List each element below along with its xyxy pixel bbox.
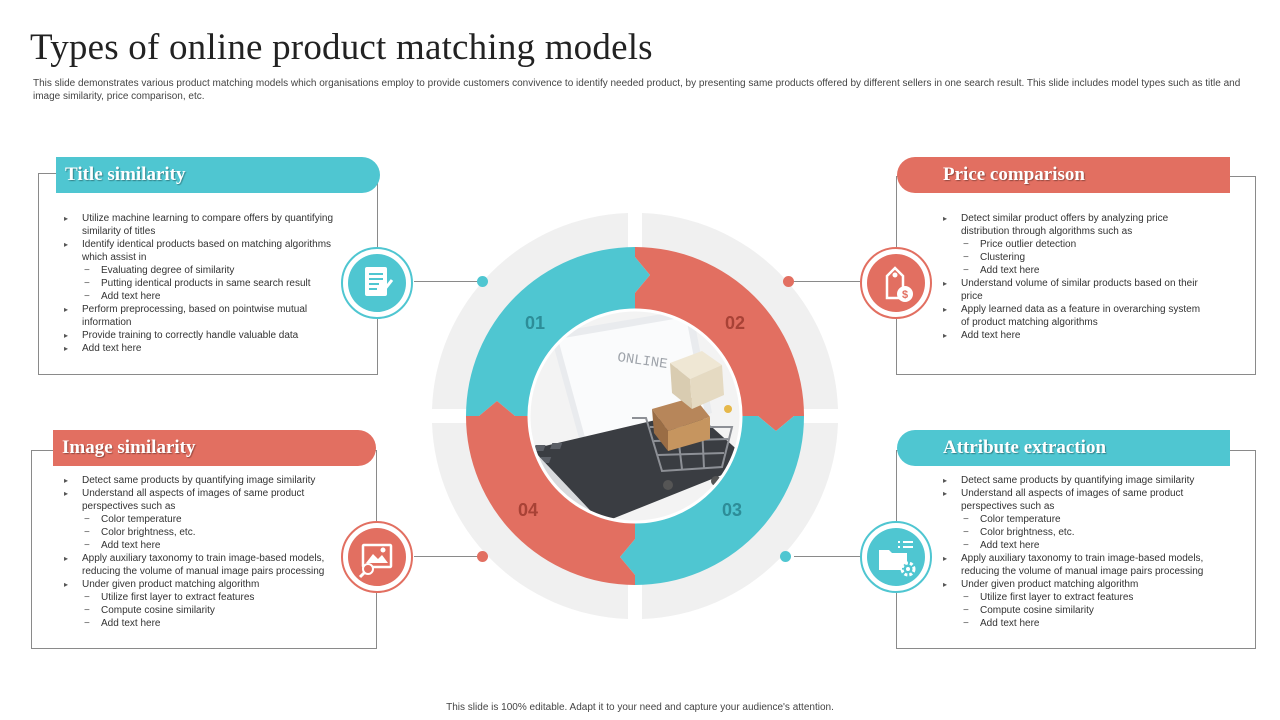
process-wheel: 01 02 03 04 ONLINE S [432, 213, 838, 619]
list-item: Perform preprocessing, based on pointwis… [62, 303, 337, 329]
list-item: Detect same products by quantifying imag… [941, 474, 1216, 487]
sub-list-item: Add text here [82, 290, 337, 303]
folder-settings-icon [879, 541, 916, 577]
segment-number-02: 02 [725, 313, 745, 333]
attribute-extraction-content: Detect same products by quantifying imag… [941, 474, 1216, 630]
segment-03 [620, 416, 804, 585]
image-similarity-heading: Image similarity [53, 430, 376, 466]
sub-list-item: Utilize first layer to extract features [961, 591, 1216, 604]
connector-line-01 [414, 281, 480, 282]
sub-list-item: Color temperature [961, 513, 1216, 526]
title-similarity-heading: Title similarity [56, 157, 380, 193]
segment-number-03: 03 [722, 500, 742, 520]
sub-list-item: Clustering [961, 251, 1211, 264]
attribute-extraction-heading: Attribute extraction [897, 430, 1230, 466]
segment-01 [466, 247, 650, 416]
list-item: Understand all aspects of images of same… [62, 487, 337, 552]
list-item: Identify identical products based on mat… [62, 238, 337, 303]
page-description: This slide demonstrates various product … [33, 78, 1241, 102]
sub-list-item: Color temperature [82, 513, 337, 526]
connector-dot-03 [780, 551, 791, 562]
list-item-text: Detect similar product offers by analyzi… [961, 213, 1169, 237]
list-item: Apply learned data as a feature in overa… [941, 303, 1211, 329]
list-item: Provide training to correctly handle val… [62, 329, 337, 342]
connector-dot-04 [477, 551, 488, 562]
list-item: Add text here [62, 342, 337, 355]
title-similarity-icon-badge [341, 247, 413, 319]
segment-number-01: 01 [525, 313, 545, 333]
sub-list-item: Add text here [82, 617, 337, 630]
sub-list-item: Price outlier detection [961, 238, 1211, 251]
document-edit-icon [365, 267, 394, 296]
list-item: Utilize machine learning to compare offe… [62, 212, 337, 238]
sub-list-item: Evaluating degree of similarity [82, 264, 337, 277]
svg-text:$: $ [902, 289, 908, 301]
list-item: Add text here [941, 329, 1211, 342]
price-tag-dollar-icon: $ [885, 266, 913, 302]
connector-line-03 [794, 556, 860, 557]
center-photo: ONLINE S [529, 310, 741, 522]
price-comparison-content: Detect similar product offers by analyzi… [941, 212, 1211, 342]
sub-list-item: Add text here [82, 539, 337, 552]
price-comparison-heading: Price comparison [897, 157, 1230, 193]
list-item: Apply auxiliary taxonomy to train image-… [941, 552, 1216, 578]
list-item-text: Identify identical products based on mat… [82, 239, 332, 263]
sub-list-item: Add text here [961, 264, 1211, 277]
list-item: Under given product matching algorithm U… [62, 578, 337, 630]
sub-list-item: Compute cosine similarity [82, 604, 337, 617]
list-item: Detect same products by quantifying imag… [62, 474, 337, 487]
segment-04 [466, 401, 635, 585]
footer-note: This slide is 100% editable. Adapt it to… [446, 702, 834, 713]
sub-list-item: Add text here [961, 539, 1216, 552]
list-item: Understand volume of similar products ba… [941, 277, 1211, 303]
list-item: Apply auxiliary taxonomy to train image-… [62, 552, 337, 578]
title-similarity-content: Utilize machine learning to compare offe… [62, 212, 337, 355]
segment-number-04: 04 [518, 500, 538, 520]
image-search-icon [358, 543, 393, 579]
segment-02 [635, 247, 804, 431]
page-title: Types of online product matching models [30, 27, 653, 68]
list-item-text: Under given product matching algorithm [961, 579, 1139, 590]
list-item: Detect similar product offers by analyzi… [941, 212, 1211, 277]
price-comparison-icon-badge: $ [860, 247, 932, 319]
list-item: Understand all aspects of images of same… [941, 487, 1216, 552]
connector-line-02 [794, 281, 860, 282]
image-similarity-icon-badge [341, 521, 413, 593]
image-similarity-content: Detect same products by quantifying imag… [62, 474, 337, 630]
sub-list-item: Add text here [961, 617, 1216, 630]
sub-list-item: Color brightness, etc. [82, 526, 337, 539]
attribute-extraction-icon-badge [860, 521, 932, 593]
list-item-text: Under given product matching algorithm [82, 579, 260, 590]
connector-dot-01 [477, 276, 488, 287]
list-item-text: Understand all aspects of images of same… [82, 488, 305, 512]
connector-dot-02 [783, 276, 794, 287]
list-item: Under given product matching algorithm U… [941, 578, 1216, 630]
sub-list-item: Compute cosine similarity [961, 604, 1216, 617]
list-item-text: Understand all aspects of images of same… [961, 488, 1184, 512]
sub-list-item: Putting identical products in same searc… [82, 277, 337, 290]
connector-line-04 [414, 556, 480, 557]
sub-list-item: Utilize first layer to extract features [82, 591, 337, 604]
sub-list-item: Color brightness, etc. [961, 526, 1216, 539]
outer-ring [432, 213, 838, 619]
